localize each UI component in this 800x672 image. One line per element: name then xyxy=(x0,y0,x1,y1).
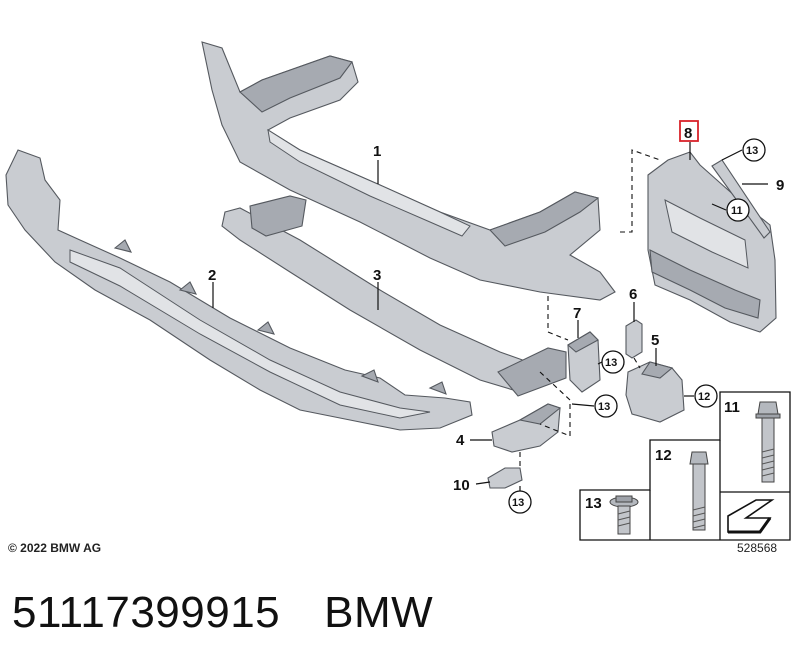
callout-6: 6 xyxy=(629,286,637,303)
callout-13-circle-b xyxy=(601,350,625,374)
assembly-line-7 xyxy=(547,296,569,341)
part-2-lower-trim xyxy=(5,149,473,431)
callout-12-circle xyxy=(694,384,718,408)
callout-11: 11 xyxy=(731,205,743,217)
callout-8: 8 xyxy=(684,125,692,142)
part-1-right-arm xyxy=(489,191,600,247)
callout-5: 5 xyxy=(651,332,659,349)
bolt-11-icon xyxy=(755,401,781,483)
part-5-shade xyxy=(641,361,674,379)
part-4-bracket-shade xyxy=(518,403,562,425)
part-1-left-arm xyxy=(239,55,353,113)
callout-13-circle-c xyxy=(594,394,618,418)
callout-10: 10 xyxy=(453,477,470,494)
callout-13-circle-a xyxy=(742,138,766,162)
callout-13-a: 13 xyxy=(746,145,758,157)
leader-13c xyxy=(571,403,595,407)
callout-11-circle xyxy=(726,198,750,222)
callout-13-circle-d xyxy=(508,490,532,514)
assembly-line-4 xyxy=(539,371,571,437)
brand-name: BMW xyxy=(324,588,434,637)
part-8-lower xyxy=(649,249,761,319)
part-1-face xyxy=(267,128,471,237)
callout-8-highlight-box xyxy=(679,120,699,142)
bolt-12-icon xyxy=(689,451,709,531)
legend-label-13: 13 xyxy=(585,495,602,512)
callout-3: 3 xyxy=(373,267,381,284)
part-number: 51117399915 xyxy=(12,588,281,637)
leader-13a xyxy=(721,149,743,161)
part-10-bracket xyxy=(487,467,523,489)
direction-arrow-icon xyxy=(727,499,775,534)
callout-1: 1 xyxy=(373,143,381,160)
legend-label-11: 11 xyxy=(724,399,740,416)
fastener-legend: 11 12 13 xyxy=(579,391,791,541)
screw-13-icon xyxy=(609,495,639,535)
legend-label-12: 12 xyxy=(655,447,672,464)
callout-13-c: 13 xyxy=(598,401,610,413)
assembly-line-6 xyxy=(633,357,641,369)
callout-4: 4 xyxy=(456,432,465,449)
diagram-number: 528568 xyxy=(737,541,778,555)
assembly-line-8 xyxy=(620,149,661,233)
callout-12: 12 xyxy=(698,391,710,403)
leader-13b xyxy=(597,361,603,365)
callout-13-d: 13 xyxy=(512,497,524,509)
part-8-opening xyxy=(664,199,749,269)
callout-2: 2 xyxy=(208,267,216,284)
part-3-left-crash-box xyxy=(249,195,307,237)
leader-11 xyxy=(711,203,727,211)
part-number-line: 51117399915 BMW xyxy=(12,588,433,638)
callout-7: 7 xyxy=(573,305,581,322)
part-6-clip xyxy=(625,319,643,359)
part-7-shade xyxy=(567,331,599,353)
part-3-right-crash-box xyxy=(497,347,567,397)
callout-9: 9 xyxy=(776,177,784,194)
callout-13-b: 13 xyxy=(605,357,617,369)
part-2-ribs xyxy=(69,249,431,419)
copyright-text: © 2022 BMW AG xyxy=(8,541,102,555)
part-2-tabs xyxy=(113,239,447,395)
leader-10 xyxy=(475,481,491,485)
